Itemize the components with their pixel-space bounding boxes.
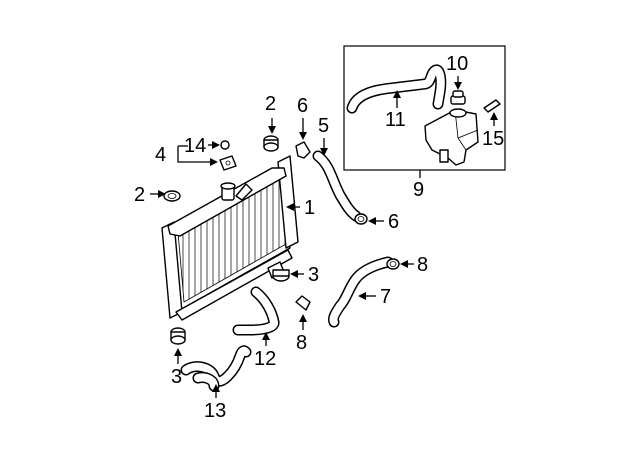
callout-6-mid: 6 bbox=[388, 211, 399, 233]
callout-11: 11 bbox=[385, 109, 406, 131]
reservoir-cap bbox=[450, 90, 466, 105]
radiator-assembly bbox=[161, 155, 299, 321]
callout-labels: 1 2 2 3 3 4 5 6 6 7 8 8 9 10 11 12 13 14… bbox=[134, 53, 504, 422]
callout-8-lower: 8 bbox=[296, 332, 307, 354]
callout-4: 4 bbox=[155, 144, 166, 166]
callout-8-right: 8 bbox=[417, 254, 428, 276]
mount-grommet-left bbox=[163, 190, 181, 202]
leader-lines bbox=[150, 76, 498, 398]
lower-radiator-hose bbox=[328, 256, 394, 328]
callout-12: 12 bbox=[254, 348, 276, 370]
mounting-bracket bbox=[219, 155, 237, 171]
callout-3-bottom: 3 bbox=[171, 366, 182, 388]
reservoir-inset-box bbox=[343, 45, 506, 171]
overflow-hose bbox=[346, 64, 447, 114]
callout-1: 1 bbox=[304, 197, 315, 219]
callout-6-top: 6 bbox=[297, 95, 308, 117]
coolant-reservoir-tank bbox=[424, 108, 479, 166]
hose-clamp-right bbox=[386, 258, 400, 270]
clip-part bbox=[483, 99, 501, 113]
callout-7: 7 bbox=[380, 286, 391, 308]
callout-2-top: 2 bbox=[265, 93, 276, 115]
heater-hose bbox=[180, 345, 252, 392]
hose-clamp-top bbox=[295, 141, 311, 159]
callout-10: 10 bbox=[446, 53, 468, 75]
bolt-part bbox=[220, 140, 230, 150]
callout-13: 13 bbox=[204, 400, 226, 422]
callout-15: 15 bbox=[482, 128, 504, 150]
callout-2-left: 2 bbox=[134, 184, 145, 206]
upper-radiator-hose bbox=[312, 150, 362, 222]
callout-9: 9 bbox=[413, 179, 424, 201]
hose-clamp-lower bbox=[295, 295, 311, 311]
callout-3-right: 3 bbox=[308, 264, 319, 286]
grommet-right bbox=[272, 269, 290, 282]
bypass-hose bbox=[232, 286, 280, 336]
callout-14: 14 bbox=[184, 135, 206, 157]
grommet-bottom-left bbox=[170, 327, 186, 345]
hose-clamp-mid bbox=[354, 213, 368, 225]
callout-5: 5 bbox=[318, 115, 329, 137]
mount-grommet-top bbox=[263, 135, 279, 152]
